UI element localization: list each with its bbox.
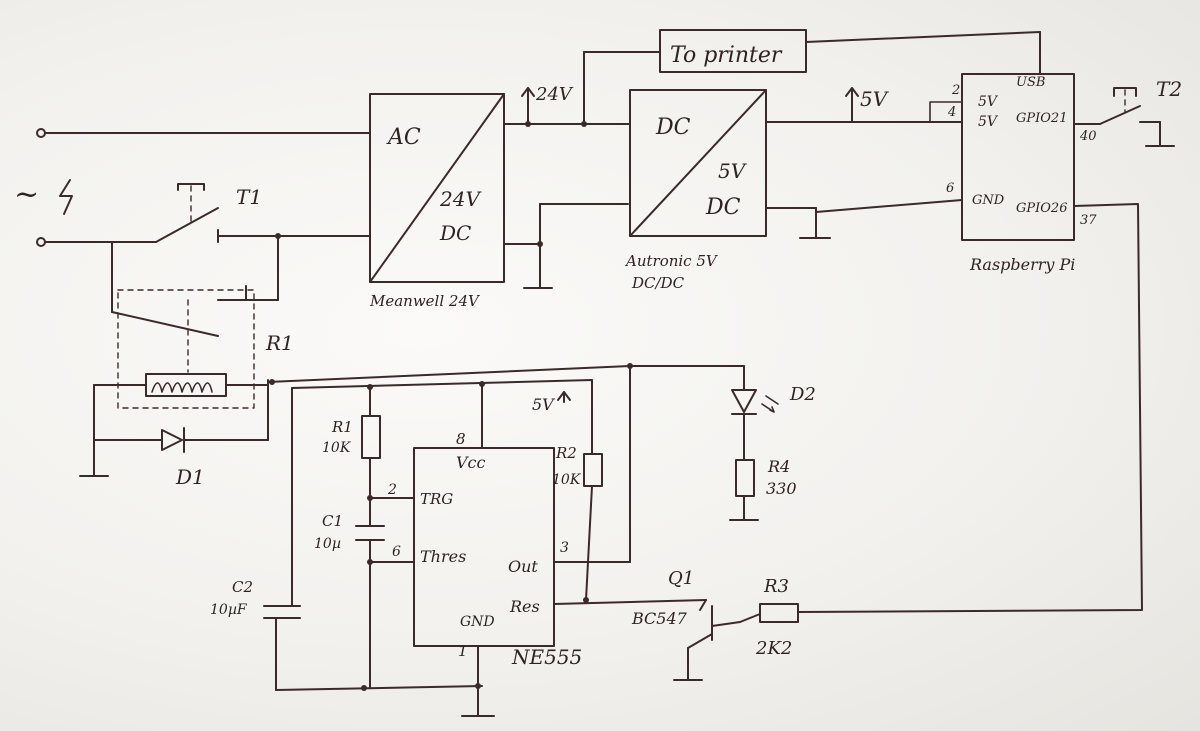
switch-t2: T2 bbox=[1073, 77, 1182, 147]
d1-label: D1 bbox=[175, 465, 205, 489]
lightning-icon bbox=[59, 179, 73, 215]
ic-pin2: 2 bbox=[387, 482, 397, 498]
pi-gpio26: GPIO26 bbox=[1016, 201, 1067, 216]
dcdc-in: DC bbox=[655, 115, 691, 140]
ic-vcc: Vcc bbox=[456, 453, 486, 472]
psu-name: Meanwell 24V bbox=[369, 292, 481, 310]
r2-value: 10K bbox=[552, 472, 582, 488]
ic-trg: TRG bbox=[420, 490, 453, 508]
dcdc-name: Autronic 5V bbox=[624, 252, 719, 270]
v5-555-label: 5V bbox=[532, 395, 555, 414]
r4-value: 330 bbox=[766, 479, 797, 498]
ic-name: NE555 bbox=[511, 645, 582, 669]
dcdc-type: DC/DC bbox=[631, 274, 685, 292]
psu-dc: DC bbox=[439, 221, 471, 245]
ic-pin8: 8 bbox=[456, 430, 466, 448]
relay-r1: R1 bbox=[79, 289, 294, 477]
c2-label: C2 bbox=[232, 578, 253, 596]
dcdc-out: DC bbox=[705, 195, 741, 220]
mains-symbol: ~ bbox=[14, 177, 39, 212]
timer-wiring: 5V R2 10K R1 10K C1 10µ C2 10µF bbox=[210, 363, 745, 717]
psu-ac: AC bbox=[386, 125, 421, 150]
diode-d1: D1 bbox=[93, 427, 269, 489]
pi-5v-a: 5V bbox=[978, 94, 999, 110]
v24-label: 24V bbox=[535, 84, 574, 105]
pi-pin2: 2 bbox=[951, 83, 960, 98]
t2-label: T2 bbox=[1156, 77, 1182, 101]
ne555-ic: Vcc TRG Thres Out Res GND 8 2 6 3 1 NE55… bbox=[387, 430, 582, 669]
psu-24v: 24V bbox=[439, 187, 482, 211]
pi-gpio21: GPIO21 bbox=[1016, 111, 1067, 126]
t1-label: T1 bbox=[236, 185, 262, 209]
dcdc-converter: DC 5V DC Autronic 5V DC/DC 5V bbox=[624, 87, 963, 292]
pi-pin6: 6 bbox=[946, 181, 954, 196]
pi-5v-b: 5V bbox=[978, 114, 999, 130]
r2-label: R2 bbox=[555, 444, 577, 462]
q1-type: BC547 bbox=[631, 609, 688, 628]
led-branch: D2 R4 330 bbox=[729, 365, 816, 521]
printer-box: To printer bbox=[583, 29, 1041, 125]
v5-rail-label: 5V bbox=[860, 87, 890, 111]
ic-thres: Thres bbox=[420, 547, 466, 566]
pi-gnd: GND bbox=[972, 193, 1005, 208]
c1-value: 10µ bbox=[314, 536, 341, 552]
raspberry-pi: USB 5V 5V GPIO21 GND GPIO26 2 4 6 40 37 … bbox=[929, 73, 1097, 274]
d2-label: D2 bbox=[789, 384, 816, 405]
ic-res: Res bbox=[509, 597, 540, 616]
r1-value: 10K bbox=[322, 440, 352, 456]
ic-pin6: 6 bbox=[392, 544, 401, 560]
gpio26-wire bbox=[797, 203, 1143, 613]
pi-usb: USB bbox=[1016, 75, 1045, 90]
printer-label: To printer bbox=[670, 43, 783, 68]
ic-out: Out bbox=[508, 557, 538, 576]
ic-gnd: GND bbox=[460, 614, 495, 630]
r3-value: 2K2 bbox=[755, 638, 792, 659]
pi-name: Raspberry Pi bbox=[969, 255, 1075, 274]
pi-pin40: 40 bbox=[1079, 129, 1097, 144]
ic-pin3: 3 bbox=[560, 540, 569, 556]
c2-value: 10µF bbox=[210, 602, 248, 618]
q1-label: Q1 bbox=[668, 568, 694, 589]
pi-pin4: 4 bbox=[947, 105, 956, 120]
r3-label: R3 bbox=[763, 576, 789, 597]
c1-label: C1 bbox=[322, 512, 343, 530]
dcdc-5v: 5V bbox=[718, 159, 748, 183]
mains-input: ~ bbox=[14, 128, 371, 247]
transistor-q1: Q1 BC547 R3 2K2 bbox=[631, 568, 799, 681]
r4-label: R4 bbox=[767, 457, 790, 476]
psu-meanwell: AC 24V DC Meanwell 24V 24V bbox=[369, 84, 631, 310]
relay-r1-label: R1 bbox=[265, 331, 294, 355]
pi-pin37: 37 bbox=[1080, 213, 1097, 228]
r1-label: R1 bbox=[331, 418, 353, 436]
ic-pin1: 1 bbox=[458, 642, 468, 660]
switch-t1: T1 bbox=[111, 183, 371, 337]
